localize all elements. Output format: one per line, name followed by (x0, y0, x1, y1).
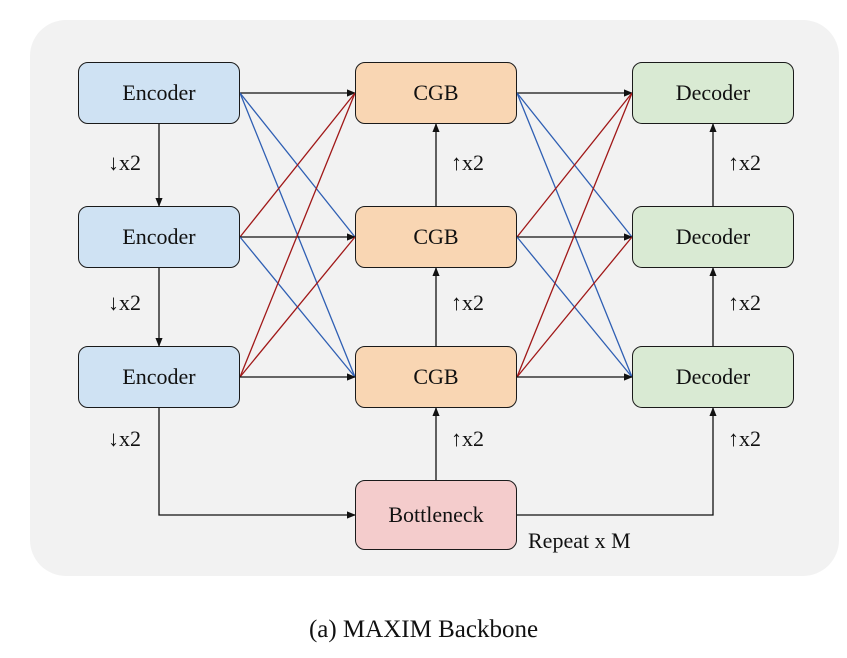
repeat-label: Repeat x M (528, 528, 631, 553)
cgb-to-dec-edge-3-2 (516, 236, 633, 378)
bottleneck-to-decoder-arrow (517, 407, 717, 516)
figure-caption: (a) MAXIM Backbone (308, 616, 539, 643)
cgb-block-1: CGB (355, 62, 517, 124)
decoder-block-2: Decoder (632, 206, 794, 268)
encoder-block-3: Encoder (78, 346, 240, 408)
cgb-upsample-label-1: ↑x2 (451, 150, 484, 175)
decoder-block-1: Decoder (632, 62, 794, 124)
bottleneck-block: Bottleneck (355, 480, 517, 550)
cgb-to-dec-edge-3-1 (516, 92, 633, 378)
encoder-block-2: Encoder (78, 206, 240, 268)
decoder-block-3: Decoder (632, 346, 794, 408)
cgb-block-2: CGB (355, 206, 517, 268)
decoder-upsample-label-3: ↑x2 (728, 426, 761, 451)
cgb-block-3: CGB (355, 346, 517, 408)
cgb-upsample-label-2: ↑x2 (451, 290, 484, 315)
enc-to-cgb-edge-2-1 (239, 92, 356, 238)
decoder-upsample-label-2: ↑x2 (728, 290, 761, 315)
enc-to-cgb-edge-3-1 (239, 92, 356, 378)
cgb-to-dec-edge-2-1 (516, 92, 633, 238)
enc-to-cgb-edge-3-2 (239, 236, 356, 378)
encoder-block-1: Encoder (78, 62, 240, 124)
downsample-label-1: ↓x2 (108, 150, 141, 175)
cgb-upsample-label-3: ↑x2 (451, 426, 484, 451)
encoder-to-bottleneck-arrow (158, 408, 356, 519)
downsample-label-2: ↓x2 (108, 290, 141, 315)
downsample-label-3: ↓x2 (108, 426, 141, 451)
decoder-upsample-label-1: ↑x2 (728, 150, 761, 175)
